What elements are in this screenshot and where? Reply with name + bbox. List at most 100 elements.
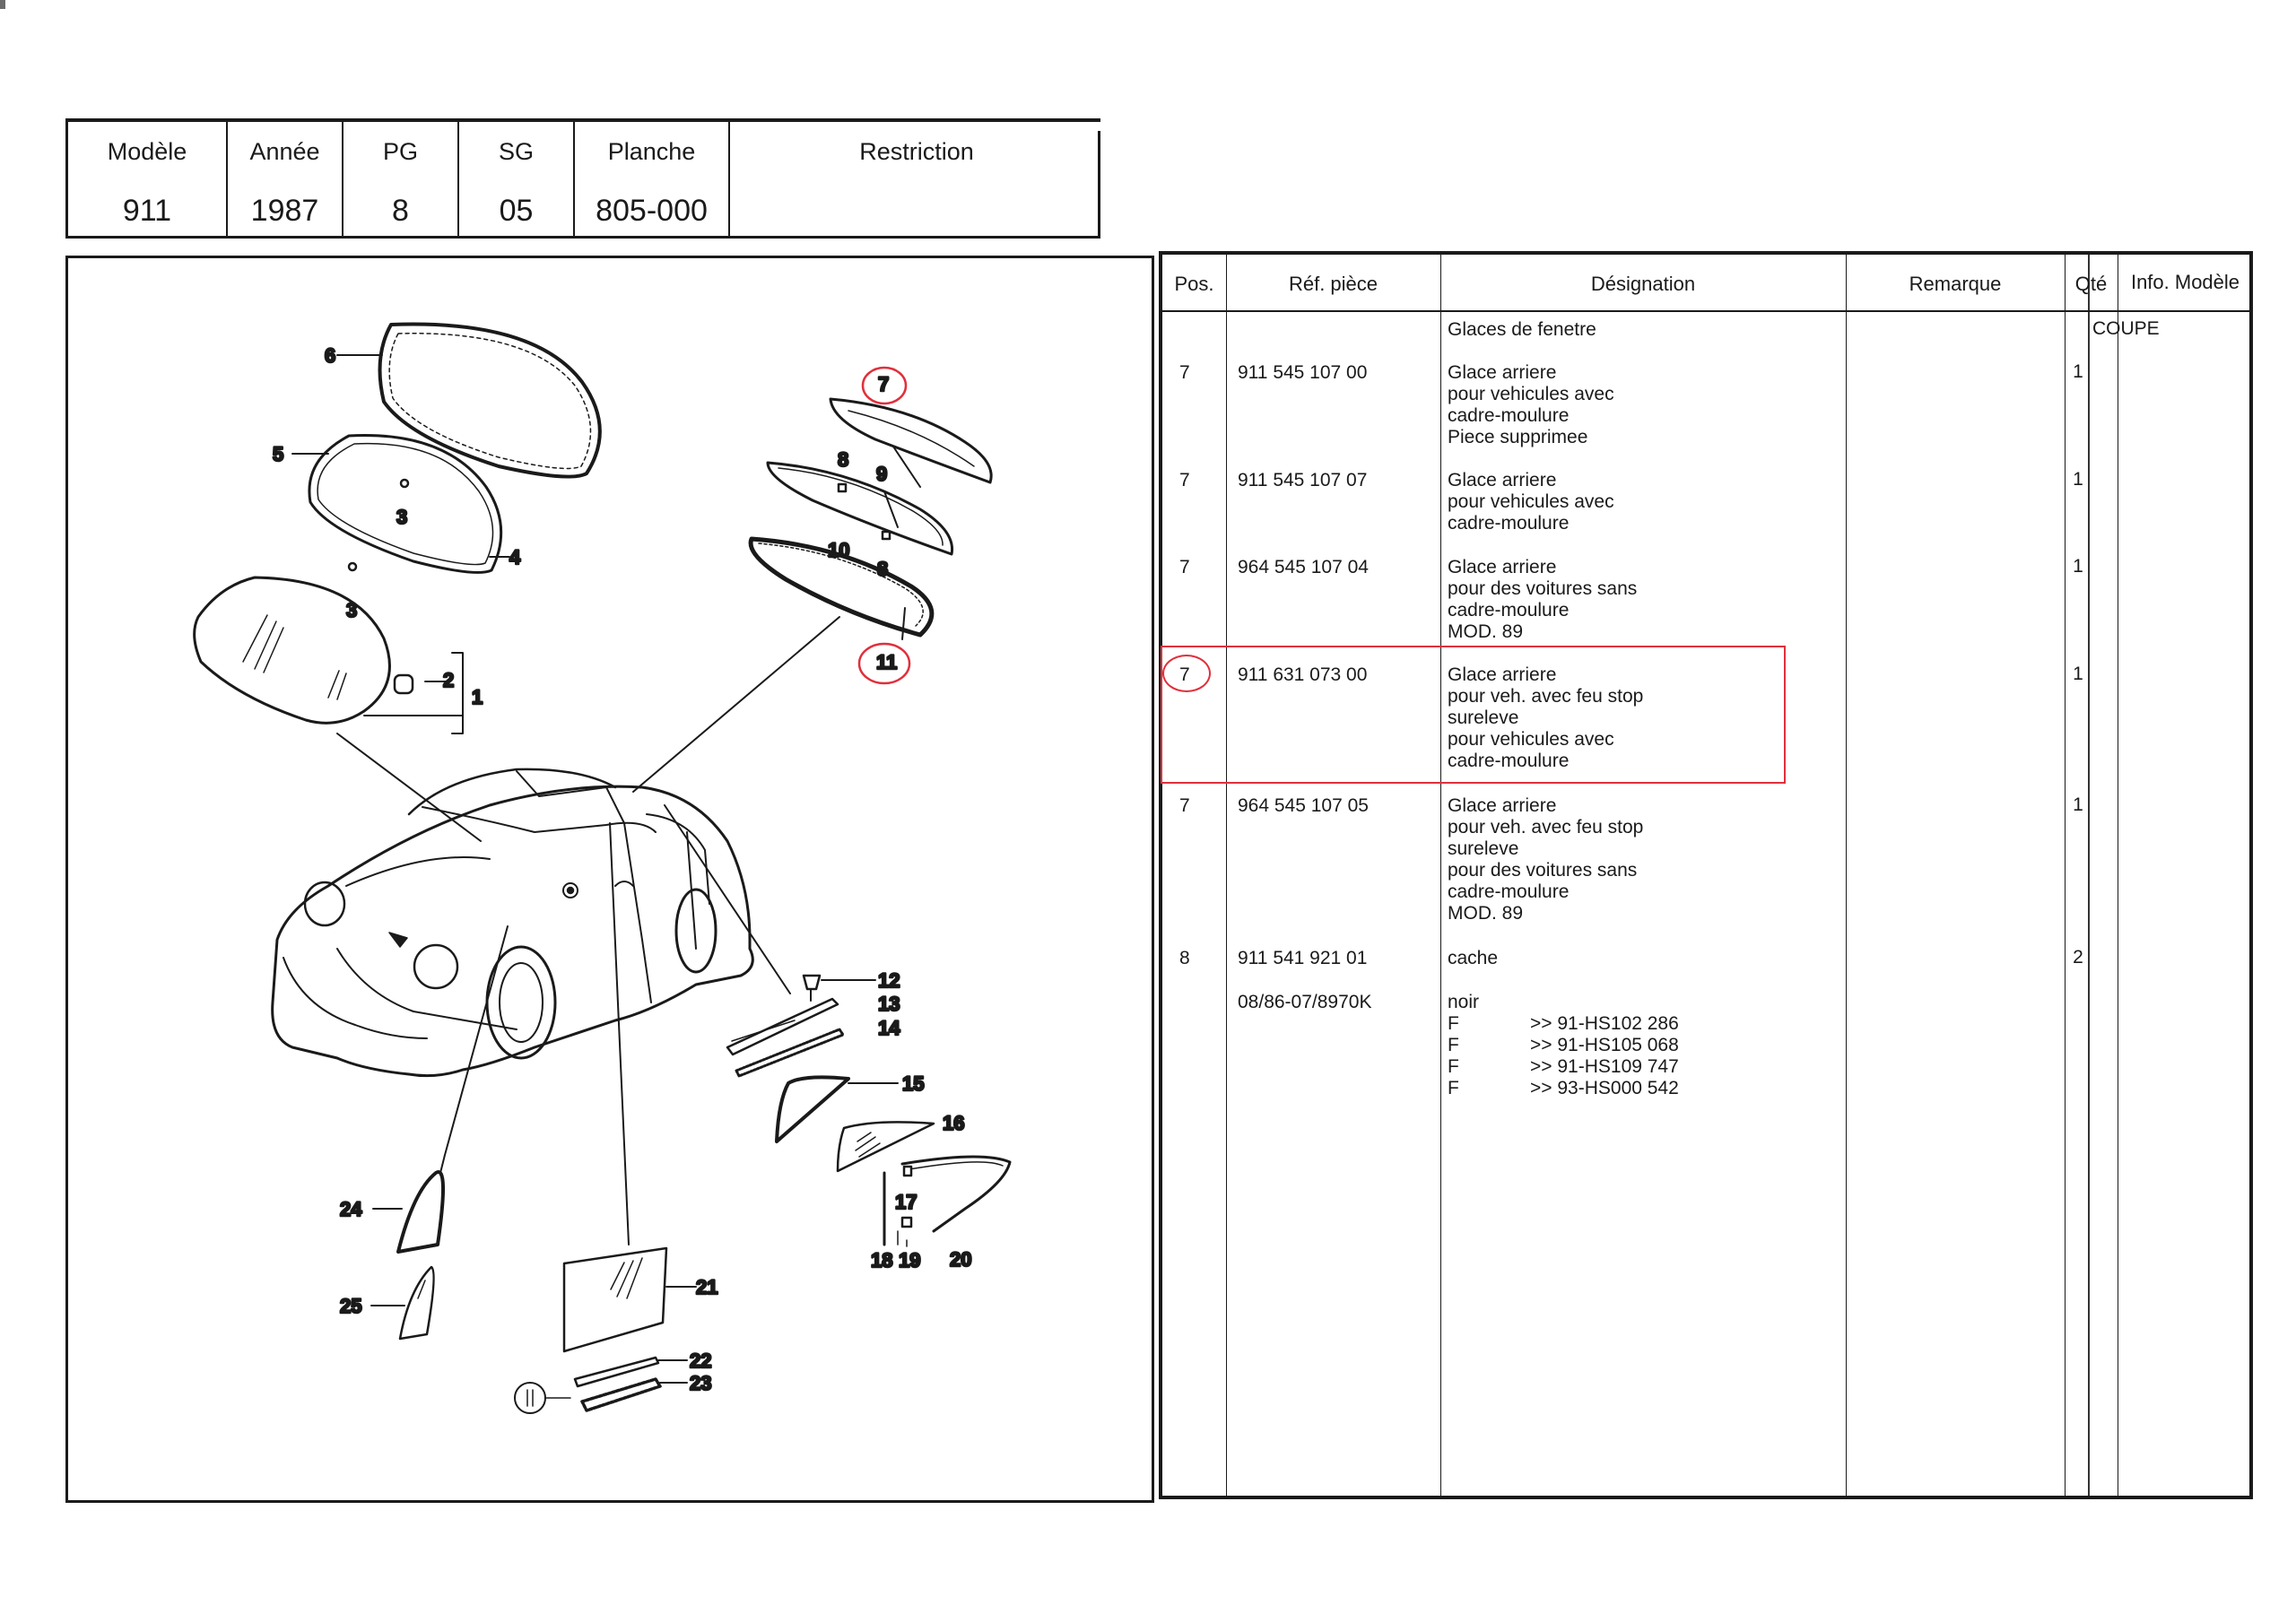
callout-10: 10 bbox=[828, 539, 849, 561]
door-glass-21 bbox=[562, 1246, 668, 1353]
row-pos: 7 bbox=[1179, 795, 1190, 816]
strip-14 bbox=[735, 1028, 845, 1078]
highlight-circle-7 bbox=[861, 366, 908, 405]
callout-19: 19 bbox=[899, 1249, 920, 1271]
info-model: COUPE bbox=[2092, 318, 2160, 339]
fitment-code: F bbox=[1448, 1013, 1459, 1034]
row-pos: 7 bbox=[1179, 362, 1190, 383]
fitment-range: >> 93-HS000 542 bbox=[1530, 1078, 1679, 1098]
parts-diagram-frame: 6 5 3 3 4 2 1 7 8 9 10 8 11 12 13 14 15 … bbox=[65, 256, 1154, 1503]
rear-window-7 bbox=[829, 397, 993, 484]
header-label: PG bbox=[382, 138, 418, 165]
header-label: Planche bbox=[607, 138, 696, 165]
extra-ref: 08/86-07/8970K bbox=[1238, 992, 1372, 1012]
callout-18: 18 bbox=[871, 1249, 892, 1271]
seal-20 bbox=[900, 1155, 1012, 1233]
row-pos: 7 bbox=[1179, 557, 1190, 577]
th-pos: Pos. bbox=[1174, 273, 1214, 295]
quarter-glass-16 bbox=[836, 1121, 935, 1173]
callout-3b: 3 bbox=[346, 599, 357, 621]
row-qte: 1 bbox=[2073, 664, 2083, 684]
extra-designation: noir bbox=[1448, 992, 1480, 1012]
row-ref: 911 631 073 00 bbox=[1238, 664, 1368, 685]
callout-7: 7 bbox=[878, 373, 889, 395]
col-divider bbox=[1440, 255, 1441, 1496]
vent-glass-25 bbox=[398, 1265, 435, 1341]
callout-5: 5 bbox=[273, 443, 283, 465]
callout-24: 24 bbox=[340, 1198, 362, 1220]
header-value: 05 bbox=[499, 194, 534, 228]
row-designation: Glace arriere pour vehicules avec cadre-… bbox=[1448, 362, 1614, 447]
header-underline bbox=[1162, 310, 2249, 312]
windshield-frame-5 bbox=[308, 433, 503, 574]
callout-14: 14 bbox=[878, 1017, 900, 1039]
scan-artifact bbox=[0, 0, 5, 9]
callout-21: 21 bbox=[696, 1276, 718, 1298]
callout-20: 20 bbox=[950, 1248, 971, 1271]
callout-1: 1 bbox=[472, 686, 483, 708]
car-outline bbox=[271, 785, 754, 1078]
th-ref: Réf. pièce bbox=[1288, 273, 1378, 295]
row-qte: 1 bbox=[2073, 361, 2083, 382]
header-col-restriction: Restriction bbox=[730, 122, 1103, 236]
quarter-seal-15 bbox=[775, 1075, 850, 1143]
row-ref: 964 545 107 05 bbox=[1238, 795, 1369, 816]
row-designation: Glace arriere pour veh. avec feu stop su… bbox=[1448, 664, 1644, 771]
strip-13 bbox=[726, 997, 839, 1056]
highlight-circle-11 bbox=[857, 642, 911, 685]
header-label: Année bbox=[249, 138, 320, 165]
header-label: Restriction bbox=[859, 138, 974, 165]
row-qte: 2 bbox=[2073, 947, 2083, 968]
th-qte: Qté bbox=[2074, 273, 2108, 295]
header-table: Modèle 911 Année 1987 PG 8 SG 05 Planche… bbox=[65, 118, 1100, 239]
th-info: Info. Modèle bbox=[2130, 271, 2240, 293]
row-designation: Glace arriere pour vehicules avec cadre-… bbox=[1448, 470, 1614, 534]
fitment-range: >> 91-HS109 747 bbox=[1530, 1056, 1679, 1077]
highlight-pos-circle bbox=[1162, 655, 1211, 692]
col-divider bbox=[1226, 255, 1227, 1496]
callout-17: 17 bbox=[895, 1191, 917, 1213]
header-label: SG bbox=[498, 138, 534, 165]
header-value: 8 bbox=[392, 194, 409, 228]
row-pos: 7 bbox=[1179, 664, 1190, 685]
callout-16: 16 bbox=[943, 1112, 964, 1134]
callout-25: 25 bbox=[340, 1295, 361, 1317]
header-right-edge bbox=[1098, 131, 1100, 239]
row-ref: 911 541 921 01 bbox=[1238, 948, 1368, 968]
row-ref: 911 545 107 07 bbox=[1238, 470, 1368, 490]
header-col-annee: Année 1987 bbox=[228, 122, 344, 236]
row-qte: 1 bbox=[2073, 556, 2083, 577]
row-designation: cache bbox=[1448, 948, 1499, 968]
col-divider bbox=[2088, 255, 2090, 1496]
col-divider bbox=[2065, 255, 2066, 1496]
rear-window-seal-11 bbox=[748, 536, 935, 638]
header-value: 805-000 bbox=[596, 194, 708, 228]
col-divider bbox=[1846, 255, 1847, 1496]
callout-8b: 8 bbox=[877, 558, 888, 580]
th-designation: Désignation bbox=[1590, 273, 1696, 295]
header-col-sg: SG 05 bbox=[459, 122, 575, 236]
highlight-row-box bbox=[1161, 646, 1786, 784]
callout-23: 23 bbox=[690, 1372, 711, 1394]
callout-4: 4 bbox=[509, 546, 521, 568]
th-remarque: Remarque bbox=[1909, 273, 2002, 295]
windshield-glass bbox=[193, 576, 391, 725]
callout-9: 9 bbox=[876, 463, 887, 485]
row-ref: 964 545 107 04 bbox=[1238, 557, 1369, 577]
header-label: Modèle bbox=[107, 138, 187, 165]
row-qte: 1 bbox=[2073, 469, 2083, 490]
fitment-code: F bbox=[1448, 1078, 1459, 1098]
header-col-pg: PG 8 bbox=[344, 122, 459, 236]
row-pos: 7 bbox=[1179, 470, 1190, 490]
callout-3a: 3 bbox=[396, 506, 407, 528]
row-designation: Glace arriere pour des voitures sans cad… bbox=[1448, 557, 1638, 642]
row-ref: 911 545 107 00 bbox=[1238, 362, 1368, 383]
callout-13: 13 bbox=[878, 993, 900, 1015]
callout-15: 15 bbox=[902, 1072, 924, 1095]
callout-11: 11 bbox=[876, 651, 897, 673]
callout-12: 12 bbox=[878, 969, 900, 992]
parts-diagram: 6 5 3 3 4 2 1 7 8 9 10 8 11 12 13 14 15 … bbox=[193, 322, 1012, 1414]
header-col-planche: Planche 805-000 bbox=[575, 122, 730, 236]
vent-seal-24 bbox=[396, 1170, 445, 1254]
fitment-range: >> 91-HS102 286 bbox=[1530, 1013, 1679, 1034]
